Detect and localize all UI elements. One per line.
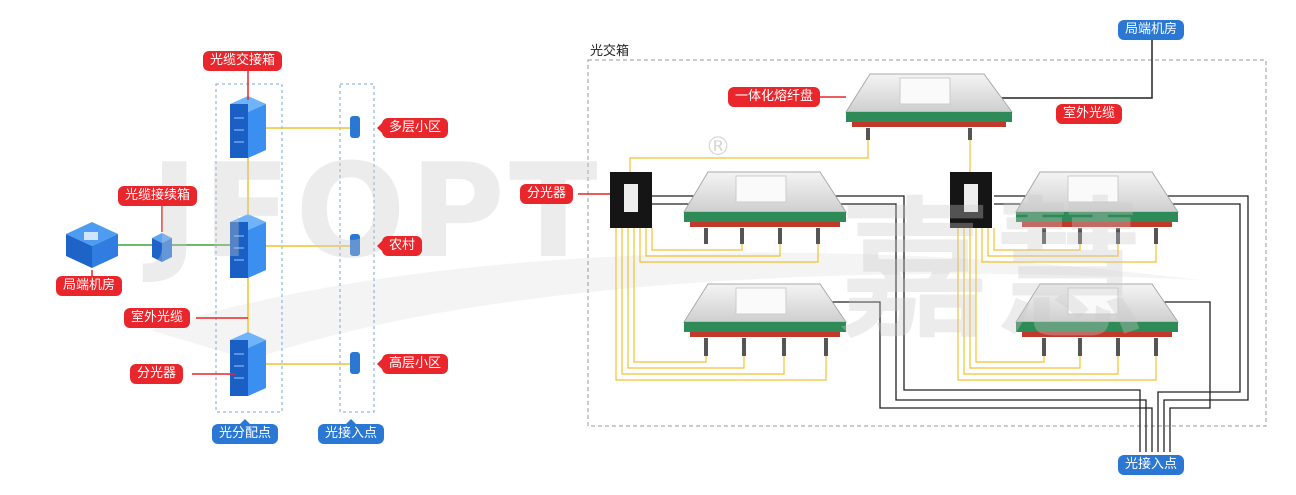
access-group-box — [339, 83, 375, 413]
splice-tray-icon — [683, 283, 847, 337]
label-distribution-point: 光分配点 — [212, 419, 279, 444]
label-splice-tray: 一体化熔纤盘 — [728, 87, 821, 107]
distribution-group-box — [215, 83, 283, 413]
splitter-box-icon — [610, 172, 652, 228]
splice-tray-icon — [1015, 171, 1179, 227]
fiber-connectors — [704, 128, 1158, 356]
label-cable-joint-box: 光缆接续箱 — [118, 186, 198, 206]
splice-tray-icon — [1015, 283, 1179, 337]
label-access-point-right: 光接入点 — [1118, 455, 1185, 475]
label-central-office-right: 局端机房 — [1118, 20, 1185, 40]
label-cable-cross-box: 光缆交接箱 — [203, 51, 283, 71]
watermark-swoosh — [150, 252, 1200, 360]
label-splitter: 分光器 — [130, 364, 184, 384]
label-central-office: 局端机房 — [56, 276, 123, 296]
fiber-bundles — [615, 140, 1157, 381]
watermark-brand: JFOPT — [150, 135, 602, 287]
label-multi-storey: 多层小区 — [376, 118, 449, 138]
label-rural: 农村 — [376, 236, 423, 256]
enclosure-box — [587, 59, 1267, 427]
splice-tray-icon — [845, 73, 1013, 127]
splitter-rack-icon — [230, 332, 266, 396]
enclosure-title: 光交箱 — [590, 44, 630, 59]
distribution-rack-icon — [230, 214, 266, 278]
label-splitter-right: 分光器 — [520, 184, 574, 204]
label-outdoor-cable: 室外光缆 — [124, 308, 191, 328]
cable-joint-box-icon — [152, 233, 172, 262]
watermark-brand-cn: 嘉慧 — [840, 185, 1149, 359]
access-node-icon — [350, 116, 360, 374]
central-office-building-icon — [66, 222, 118, 268]
splice-tray-icon — [683, 171, 847, 227]
cable-cross-box-rack-icon — [230, 96, 266, 158]
label-high-rise: 高层小区 — [376, 354, 449, 374]
splitter-box-icon — [950, 172, 992, 228]
label-access-point: 光接入点 — [318, 419, 385, 444]
label-outdoor-cable-right: 室外光缆 — [1056, 104, 1123, 124]
outdoor-cable-line — [1000, 36, 1153, 99]
registered-mark: ® — [705, 132, 731, 162]
